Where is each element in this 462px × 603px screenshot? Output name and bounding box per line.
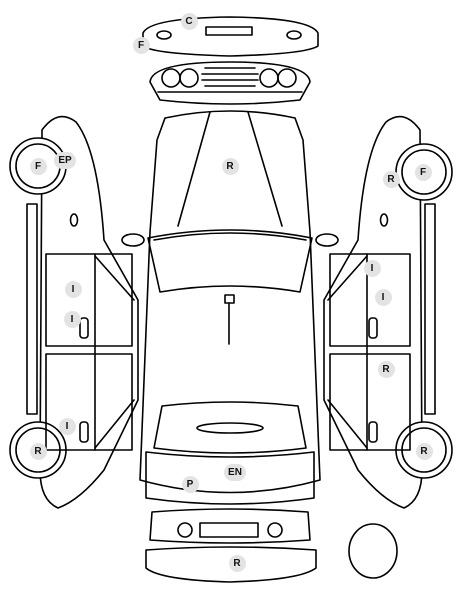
rear-bumper[interactable] [145, 546, 317, 583]
marker-hood-r[interactable]: R [221, 157, 239, 175]
marker-left-front-door-i-lower[interactable]: I [63, 310, 81, 328]
marker-left-front-wheel-ep[interactable]: EP [54, 151, 76, 169]
marker-right-front-door-i-upper[interactable]: I [363, 259, 381, 277]
marker-trunk-en[interactable]: EN [224, 463, 246, 481]
spare-wheel[interactable] [348, 523, 398, 579]
marker-front-bumper-f[interactable]: F [132, 36, 150, 54]
marker-right-rear-wheel-r[interactable]: R [415, 442, 433, 460]
marker-right-rear-door-r[interactable]: R [377, 360, 395, 378]
marker-left-front-door-i-upper[interactable]: I [64, 280, 82, 298]
marker-right-front-wheel-f[interactable]: F [414, 163, 432, 181]
marker-left-front-wheel-f[interactable]: F [29, 157, 47, 175]
marker-right-front-fender-r[interactable]: R [382, 170, 400, 188]
marker-rear-bumper-r[interactable]: R [228, 554, 246, 572]
car-body-top[interactable] [121, 110, 339, 505]
marker-right-front-door-i-lower[interactable]: I [374, 288, 392, 306]
rear-lights[interactable] [149, 508, 311, 544]
marker-front-bumper-c[interactable]: C [180, 12, 198, 30]
marker-left-rear-wheel-r[interactable]: R [29, 442, 47, 460]
front-grille[interactable] [149, 61, 311, 105]
marker-left-rear-door-i[interactable]: I [58, 417, 76, 435]
marker-trunk-p[interactable]: P [181, 475, 199, 493]
front-bumper[interactable] [142, 16, 319, 57]
